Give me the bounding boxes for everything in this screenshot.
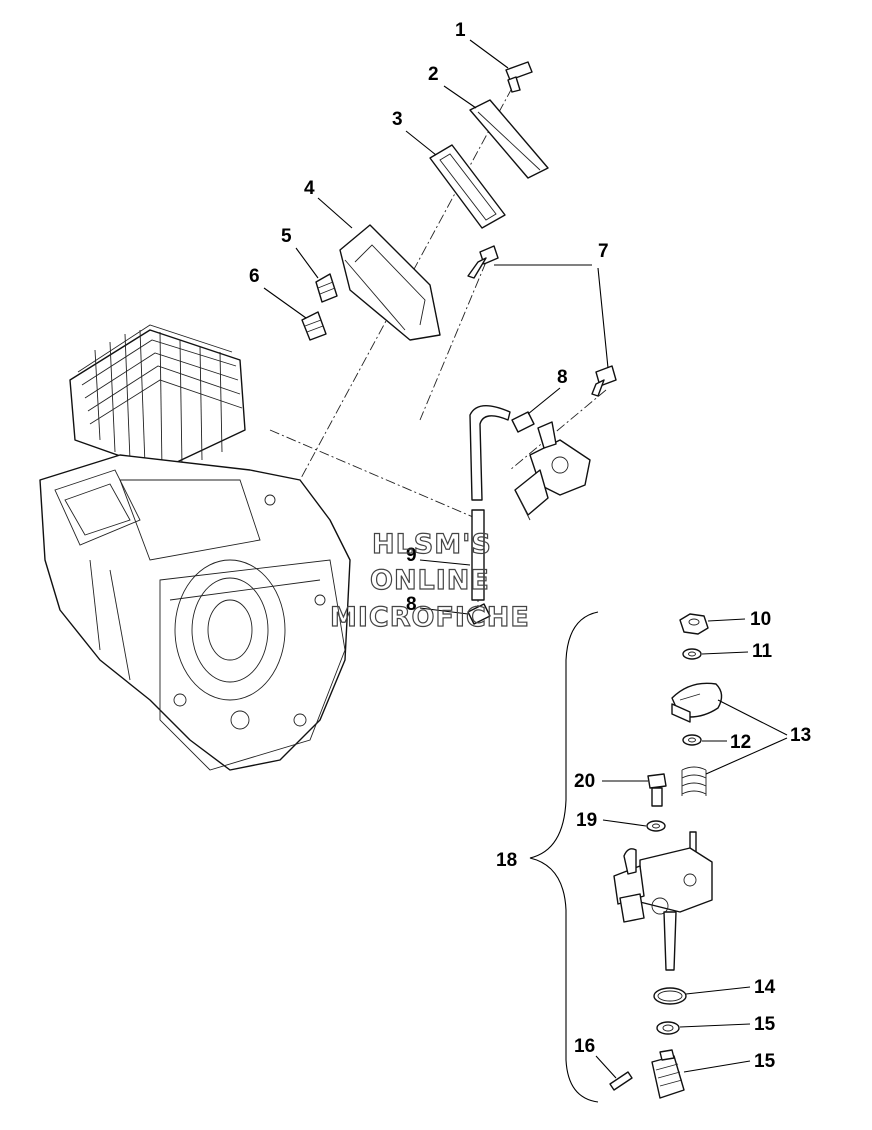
watermark-line-1: HLSM'S	[372, 529, 492, 560]
fitting-part-6	[301, 311, 327, 341]
callout-label: 9	[406, 545, 417, 566]
pump-body	[613, 831, 713, 971]
lever-part-13	[671, 682, 723, 723]
callout-label: 8	[557, 367, 568, 388]
nut-part-10	[679, 613, 709, 635]
callout-label: 5	[281, 226, 292, 247]
callout-label: 11	[752, 641, 773, 662]
callout-6: 6	[249, 266, 307, 319]
callout-15: 15	[679, 1014, 776, 1035]
oil-pump-upper	[514, 421, 591, 521]
callout-8-lower: 8	[406, 594, 469, 615]
callout-label: 19	[576, 810, 597, 831]
callout-label: 18	[496, 850, 517, 871]
callout-10: 10	[707, 609, 771, 630]
callout-5: 5	[281, 226, 319, 279]
callout-label: 6	[249, 266, 260, 287]
callout-label: 4	[304, 178, 315, 199]
callout-1: 1	[455, 20, 509, 69]
callout-label: 2	[428, 64, 439, 85]
spring-part-13	[681, 766, 707, 796]
callout-label: 12	[730, 732, 751, 753]
watermark-line-3: MICROFICHE	[330, 602, 530, 633]
callout-9: 9	[406, 545, 471, 566]
callout-8: 8	[527, 367, 568, 415]
engine-block	[39, 324, 351, 771]
callout-label: 1	[455, 20, 466, 41]
callout-label: 7	[598, 241, 609, 262]
callout-17: 16	[574, 1036, 617, 1079]
callout-19: 19	[576, 810, 647, 831]
callout-20: 20	[574, 771, 648, 792]
callout-label: 16	[574, 1036, 595, 1057]
gear-part-16	[651, 1049, 685, 1099]
watermark-line-2: ONLINE	[370, 565, 490, 596]
callout-label: 8	[406, 594, 417, 615]
washer-part-19	[646, 820, 666, 832]
callout-16: 15	[683, 1051, 776, 1073]
callout-2: 2	[428, 64, 477, 109]
gasket-part-3	[429, 144, 506, 229]
hose-part-9	[469, 405, 511, 601]
bolt-part-20	[647, 773, 667, 807]
clip-part-8	[511, 411, 535, 433]
watermark: HLSM'S ONLINE MICROFICHE	[329, 528, 530, 633]
o-ring-part-14	[653, 987, 687, 1005]
group-brace	[529, 611, 599, 1103]
callout-18: 18	[496, 850, 517, 871]
callout-4: 4	[304, 178, 353, 229]
callout-label: 13	[790, 725, 811, 746]
callout-7: 7	[494, 241, 609, 369]
pin-part-17	[609, 1071, 633, 1091]
clip-part-8-lower	[467, 603, 491, 625]
callout-11: 11	[701, 641, 773, 662]
callout-label: 10	[750, 609, 771, 630]
washer-part-11	[682, 648, 702, 660]
washer-part-12	[682, 734, 702, 746]
plate-part-2	[469, 99, 549, 179]
cover-part-4	[339, 224, 441, 341]
callout-label: 15	[754, 1014, 776, 1035]
callout-label: 20	[574, 771, 595, 792]
callout-13: 13	[705, 699, 811, 775]
fitting-part-5	[315, 273, 338, 303]
screw-part-7	[467, 245, 617, 397]
callout-14: 14	[685, 977, 776, 998]
seal-part-15	[656, 1021, 680, 1035]
callout-label: 3	[392, 109, 403, 130]
callout-12: 12	[702, 732, 751, 753]
callout-label: 14	[754, 977, 776, 998]
callout-label: 15	[754, 1051, 776, 1072]
bolt-part-1	[505, 61, 533, 93]
callout-3: 3	[392, 109, 437, 156]
